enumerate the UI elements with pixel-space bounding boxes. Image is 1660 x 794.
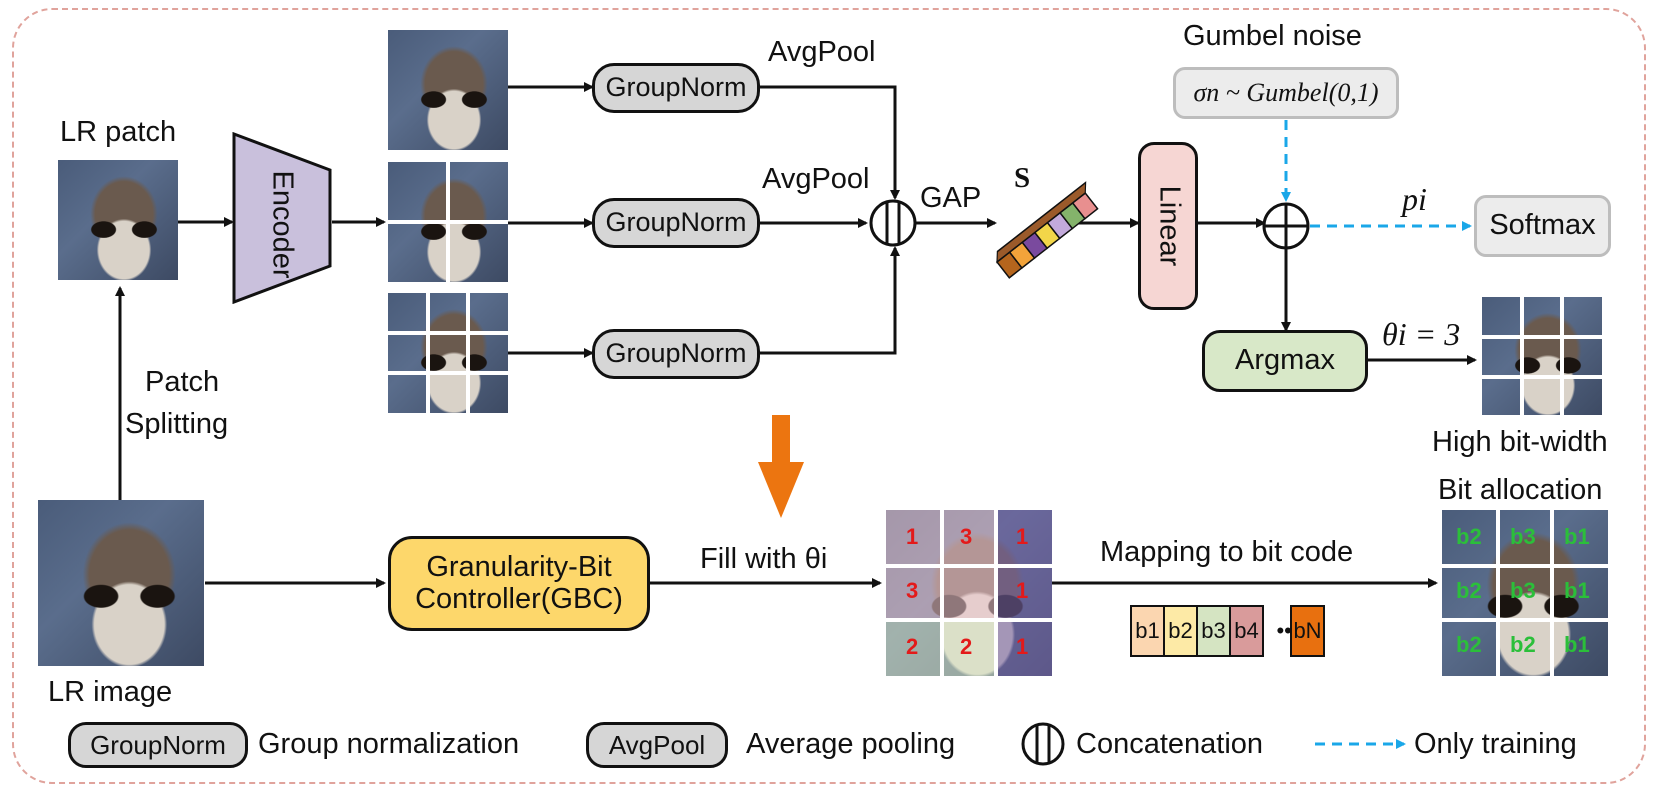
fill-cell-5: 1 — [1016, 578, 1029, 603]
lr-patch-image — [58, 160, 178, 280]
bit-code-strip: b1 b2 b3 b4 ••• bN — [1130, 605, 1330, 657]
fill-grid: 1 3 3 1 1 2 2 1 — [886, 510, 1052, 676]
fill-with-label: Fill with θi — [700, 543, 828, 575]
alloc-cell-2: b3 — [1510, 524, 1536, 549]
fill-cell-2: 3 — [960, 524, 973, 549]
groupnorm-block-1: GroupNorm — [592, 63, 760, 113]
diagram-frame — [12, 8, 1646, 784]
legend-avgpool-text: Average pooling — [746, 728, 956, 760]
fill-cell-8: 1 — [1016, 634, 1029, 659]
bit-code-chip-4: b4 — [1229, 605, 1264, 657]
gumbel-title: Gumbel noise — [1183, 20, 1362, 52]
lr-image-label: LR image — [48, 676, 173, 708]
bit-code-chip-1: b1 — [1130, 605, 1165, 657]
mapping-label: Mapping to bit code — [1100, 536, 1354, 568]
gbc-label-1: Granularity-Bit — [426, 550, 612, 583]
p-i-label: pi — [1402, 181, 1427, 217]
bit-code-chip-n: bN — [1290, 605, 1325, 657]
gumbel-formula-box: σn ~ Gumbel(0,1) — [1173, 67, 1399, 119]
legend-concat-text: Concatenation — [1076, 728, 1264, 760]
alloc-cell-5: b3 — [1510, 578, 1536, 603]
legend-avgpool-box: AvgPool — [586, 722, 728, 768]
orange-arrow-head — [758, 462, 804, 518]
encoder-block — [232, 132, 332, 304]
s-label: S — [1014, 162, 1031, 194]
encoder-label: Encoder — [266, 170, 299, 279]
alloc-cell-7: b2 — [1456, 632, 1482, 657]
lr-patch-label: LR patch — [60, 116, 177, 148]
high-bitwidth-label: High bit-width — [1432, 426, 1608, 458]
fill-cell-1: 1 — [906, 524, 919, 549]
alloc-cell-3: b1 — [1564, 524, 1590, 549]
avgpool-label-2: AvgPool — [762, 163, 870, 195]
softmax-block: Softmax — [1474, 195, 1611, 257]
lr-image — [38, 500, 204, 666]
bit-code-chip-3: b3 — [1196, 605, 1231, 657]
groupnorm-block-3: GroupNorm — [592, 329, 760, 379]
linear-label: Linear — [1152, 185, 1185, 267]
legend-groupnorm-box: GroupNorm — [68, 722, 248, 768]
concat-node — [869, 199, 917, 247]
fill-cell-3: 3 — [906, 578, 919, 603]
bit-allocation-label: Bit allocation — [1438, 474, 1603, 506]
legend-concat-icon — [1021, 722, 1065, 766]
patch-level-1 — [388, 30, 508, 150]
theta-equation: θi = 3 — [1382, 316, 1461, 352]
bit-allocation-grid: b2 b3 b1 b2 b3 b1 b2 b2 b1 — [1442, 510, 1608, 676]
argmax-block: Argmax — [1202, 330, 1368, 392]
legend-groupnorm-text: Group normalization — [258, 728, 520, 760]
patch-splitting-label-2: Splitting — [125, 408, 229, 440]
high-bitwidth-grid — [1482, 297, 1602, 415]
avgpool-label-1: AvgPool — [768, 36, 876, 68]
wire-gn1-concat — [760, 85, 900, 200]
groupnorm-block-2: GroupNorm — [592, 198, 760, 248]
bit-code-chip-2: b2 — [1163, 605, 1198, 657]
alloc-cell-4: b2 — [1456, 578, 1482, 603]
gap-label: GAP — [920, 182, 982, 214]
fill-cell-7: 2 — [960, 634, 973, 659]
fill-cell-6: 2 — [906, 634, 919, 659]
wire-gn3-concat — [760, 246, 900, 355]
alloc-cell-1: b2 — [1456, 524, 1482, 549]
linear-block: Linear — [1138, 142, 1198, 310]
patch-level-2 — [388, 162, 508, 282]
legend-training-text: Only training — [1414, 728, 1577, 760]
patch-level-3 — [388, 293, 508, 413]
alloc-cell-9: b1 — [1564, 632, 1590, 657]
gbc-label-2: Controller(GBC) — [415, 582, 623, 615]
orange-arrow-shaft — [772, 415, 790, 465]
patch-splitting-label-1: Patch — [145, 366, 220, 398]
alloc-cell-6: b1 — [1564, 578, 1590, 603]
s-feature-vector — [995, 181, 1099, 279]
gbc-block: Granularity-Bit Controller(GBC) — [388, 536, 650, 631]
fill-cell-4: 1 — [1016, 524, 1029, 549]
alloc-cell-8: b2 — [1510, 632, 1536, 657]
